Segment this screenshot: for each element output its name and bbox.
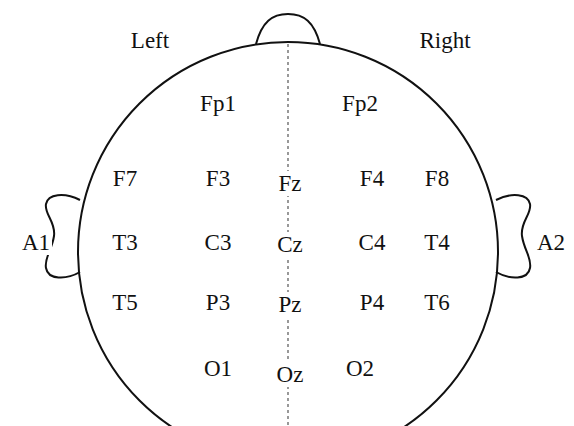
electrode-label: T6 (422, 290, 452, 315)
electrode-label: Pz (277, 292, 304, 317)
electrode-label: C3 (203, 230, 234, 255)
electrode-label: C4 (357, 230, 388, 255)
electrode-label: Fp2 (340, 91, 380, 116)
electrode-label: T5 (110, 290, 140, 315)
ear-outline (496, 195, 530, 278)
side-label: Right (417, 28, 472, 53)
electrode-label: Fp1 (198, 91, 238, 116)
electrode-label: O1 (202, 356, 234, 381)
electrode-label: Oz (275, 362, 306, 387)
electrode-label: Cz (275, 232, 305, 257)
electrode-label: F4 (358, 166, 386, 191)
electrode-label: Fz (277, 171, 304, 196)
electrode-label: F8 (423, 166, 451, 191)
electrode-label: A2 (535, 230, 567, 255)
head-circle (78, 42, 498, 426)
electrode-label: F3 (204, 166, 232, 191)
electrode-label: F7 (111, 166, 139, 191)
nose-outline (256, 14, 320, 44)
electrode-label: T4 (422, 230, 452, 255)
side-label: Left (129, 28, 171, 53)
electrode-label: O2 (344, 356, 376, 381)
electrode-label: P4 (358, 290, 386, 315)
electrode-label: P3 (204, 290, 232, 315)
electrode-label: A1 (20, 230, 52, 255)
electrode-label: T3 (110, 230, 140, 255)
